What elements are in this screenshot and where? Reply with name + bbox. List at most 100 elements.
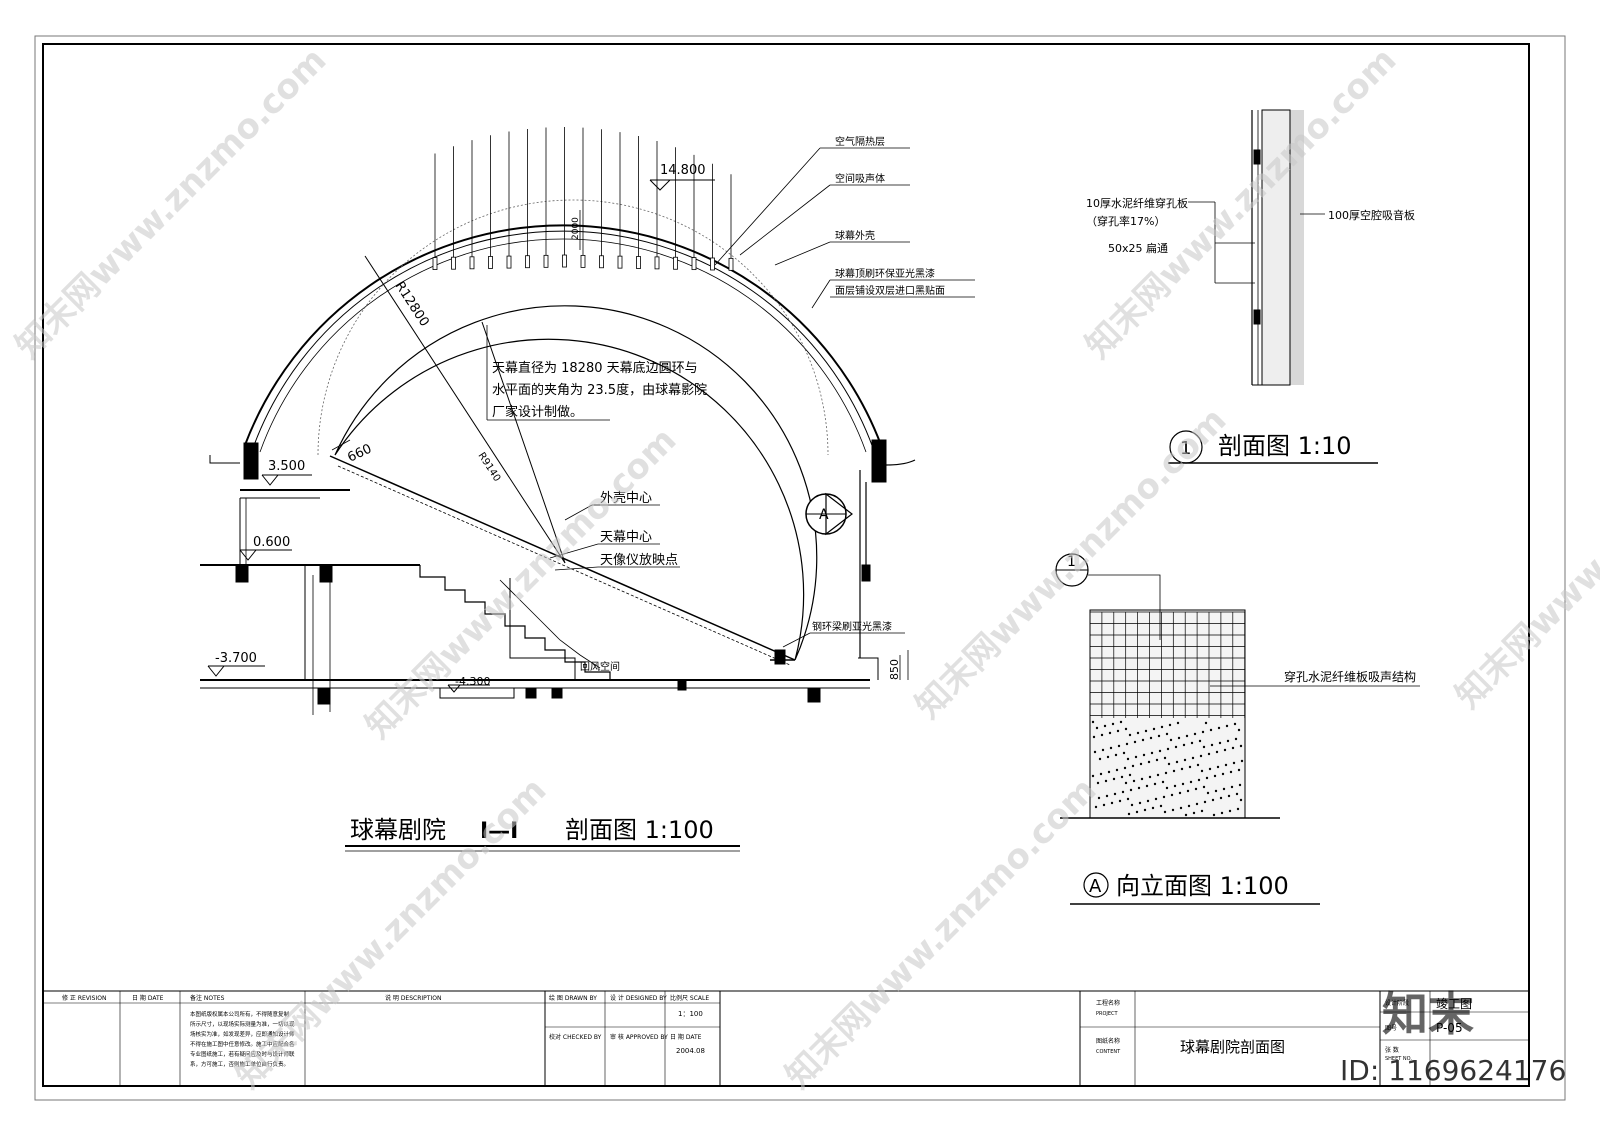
tb-designed-by: 设 计 DESIGNED BY — [610, 994, 667, 1002]
perforation-dot — [1091, 720, 1095, 724]
perforation-dot — [1118, 799, 1122, 803]
perforation-dot — [1239, 744, 1243, 748]
perforation-dot — [1094, 805, 1098, 809]
perforation-dot — [1175, 760, 1179, 764]
perforation-dot — [1100, 733, 1104, 737]
label-screen-center: 天幕中心 — [600, 530, 652, 545]
perforation-dot — [1206, 791, 1210, 795]
perforation-dot — [1138, 801, 1142, 805]
perforation-dot — [1239, 798, 1243, 802]
perforation-dot — [1174, 745, 1178, 749]
perforation-dot — [1096, 781, 1100, 785]
perforation-dot — [1192, 811, 1196, 815]
perforation-dot — [1150, 751, 1154, 755]
marker-a-label: A — [819, 507, 829, 523]
perforation-dot — [1144, 729, 1148, 733]
perforation-dot — [1213, 774, 1217, 778]
perforation-dot — [1116, 729, 1120, 733]
perforation-dot — [1197, 778, 1201, 782]
watermark-text: 知末网www.znzmo.com — [1448, 390, 1600, 716]
absorber-panel — [469, 256, 475, 270]
callout-dome-finish: 面层铺设双层进口黑贴面 — [835, 284, 945, 297]
tb-note-6: 系，方可施工，否则施工单位自行负责。 — [190, 1060, 289, 1068]
tb-date-value: 2004.08 — [676, 1047, 705, 1055]
perforation-dot — [1164, 771, 1168, 775]
absorber-panel — [506, 255, 512, 269]
absorber-panel — [451, 256, 456, 270]
perforation-dot — [1194, 787, 1198, 791]
perforation-dot — [1170, 793, 1174, 797]
tb-notes: 备注 NOTES — [190, 994, 225, 1002]
perforation-dot — [1103, 724, 1107, 728]
perforation-dot — [1234, 737, 1238, 741]
perforation-dot — [1205, 776, 1209, 780]
perforation-dot — [1120, 775, 1124, 779]
perforation-dot — [1182, 743, 1186, 747]
perforation-dot — [1199, 754, 1203, 758]
elevation-a-marker: A — [1089, 876, 1102, 897]
dim-850: 850 — [888, 659, 901, 680]
tb-checked-by: 校对 CHECKED BY — [549, 1033, 602, 1041]
perforation-dot — [1137, 786, 1141, 790]
perforation-dot — [1222, 787, 1226, 791]
perforation-dot — [1202, 745, 1206, 749]
main-section-drawing — [200, 127, 975, 715]
perforation-dot — [1165, 732, 1169, 736]
perforation-dot — [1148, 775, 1152, 779]
perforation-dot — [1212, 813, 1216, 817]
tb-sheet-en: SHEET NO. — [1385, 1056, 1412, 1062]
perforation-dot — [1098, 757, 1102, 761]
detail1-label-flat-bar: 50x25 扁通 — [1108, 242, 1168, 255]
perforation-dot — [1193, 732, 1197, 736]
tb-project-label: 工程名称 — [1096, 999, 1120, 1007]
perforation-dot — [1211, 798, 1215, 802]
perforation-dot — [1163, 810, 1167, 814]
elevation-minus-4300: -4.300 — [455, 675, 490, 688]
tb-drawing-no: P-05 — [1436, 1021, 1463, 1035]
tb-scale-value: 1：100 — [678, 1010, 703, 1018]
perforation-dot — [1177, 736, 1181, 740]
perforation-dot — [1203, 800, 1207, 804]
perforation-dot — [1232, 761, 1236, 765]
perforation-dot — [1149, 736, 1153, 740]
perforation-dot — [1219, 796, 1223, 800]
perforation-dot — [1156, 773, 1160, 777]
label-steel-ring: 钢环梁刷亚光黑漆 — [812, 620, 892, 633]
perforation-dot — [1102, 803, 1106, 807]
perforation-dot — [1133, 740, 1137, 744]
label-projector-point: 天像仪放映点 — [600, 553, 678, 568]
perforation-dot — [1109, 746, 1113, 750]
perforation-dot — [1163, 756, 1167, 760]
absorber-panel — [673, 256, 678, 270]
perforation-dot — [1224, 763, 1228, 767]
tb-drawn-by: 绘 图 DRAWN BY — [549, 994, 597, 1002]
perforation-dot — [1216, 765, 1220, 769]
perforation-dot — [1151, 806, 1155, 810]
perforation-dot — [1155, 758, 1159, 762]
perforation-dot — [1220, 811, 1224, 815]
tb-drawing-no-label: 图号 — [1385, 1025, 1397, 1032]
perforation-dot — [1231, 746, 1235, 750]
perforation-dot — [1128, 733, 1132, 737]
perforation-dot — [1209, 728, 1213, 732]
perforation-dot — [1145, 784, 1149, 788]
perforation-dot — [1236, 807, 1240, 811]
perforation-dot — [1200, 809, 1204, 813]
watermark-text: 知末网www.znzmo.com — [8, 40, 334, 366]
perforation-dot — [1092, 735, 1096, 739]
perforation-dot — [1158, 749, 1162, 753]
watermark-text: 知末网www.znzmo.com — [778, 770, 1104, 1096]
watermark-text: 知末网www.znzmo.com — [358, 420, 684, 746]
perforation-dot — [1178, 791, 1182, 795]
title-block — [42, 990, 1530, 1087]
tb-scale-label: 比例尺 SCALE — [670, 994, 709, 1002]
note-line-1: 天幕直径为 18280 天幕底边圆环与 — [492, 360, 698, 376]
perforation-dot — [1191, 756, 1195, 760]
perforation-dot — [1146, 799, 1150, 803]
perforation-dot — [1108, 731, 1112, 735]
perforation-dot — [1112, 777, 1116, 781]
perforation-dot — [1225, 724, 1229, 728]
perforation-dot — [1204, 721, 1208, 725]
perforation-dot — [1185, 734, 1189, 738]
detail1-number: 1 — [1180, 438, 1191, 459]
